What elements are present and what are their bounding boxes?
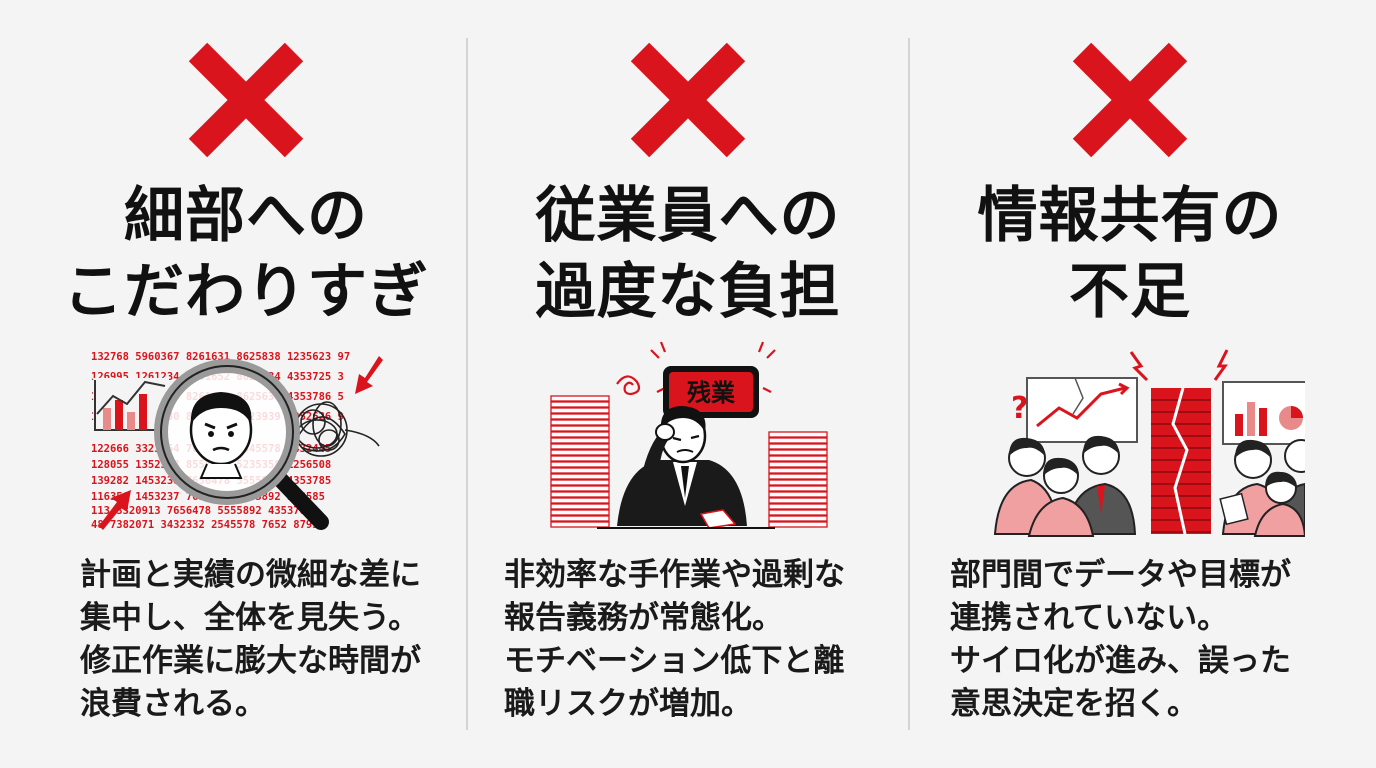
body-line: 部門間でデータや目標が: [950, 557, 1291, 593]
paper-sheet: [550, 395, 610, 402]
column-title: 情報共有の 不足: [910, 178, 1350, 330]
body-line: 職リスクが増加。: [504, 686, 752, 722]
body-line: 報告義務が常態化。: [504, 600, 783, 636]
red-arrow-icon: [99, 356, 383, 530]
overtime-sign-label: 残業: [687, 379, 735, 407]
column-divider: [908, 38, 910, 730]
column-employee-burden: 従業員への 過度な負担 残業: [468, 0, 908, 768]
column-divider: [466, 38, 468, 730]
title-line: 不足: [1069, 257, 1191, 327]
body-line: 計画と実績の微細な差に: [80, 557, 421, 593]
body-line: 連携されていない。: [950, 600, 1229, 636]
paper-sheet: [768, 515, 828, 522]
paper-sheet: [768, 509, 828, 516]
paper-sheet: [768, 497, 828, 504]
red-x-icon: [188, 42, 304, 158]
paper-sheet: [768, 473, 828, 480]
red-x-icon: [1072, 42, 1188, 158]
title-line: 従業員への: [535, 181, 841, 251]
people-group-right-icon: [1219, 439, 1305, 537]
body-line: サイロ化が進み、誤った: [950, 643, 1291, 679]
paper-sheet: [768, 521, 828, 528]
paper-sheet: [550, 419, 610, 426]
paper-sheet: [768, 503, 828, 510]
title-line: 過度な負担: [535, 257, 841, 327]
number-row: 48 7382071 3432332 2545578 7652 8793: [91, 519, 319, 531]
paper-sheet: [550, 473, 610, 480]
paper-sheet: [768, 491, 828, 498]
red-x-icon: [630, 42, 746, 158]
paper-sheet: [550, 485, 610, 492]
body-line: 修正作業に膨大な時間が: [80, 643, 421, 679]
paper-sheet: [550, 455, 610, 462]
overtime-sign: 残業: [650, 341, 776, 418]
column-detail-obsession: 細部への こだわりすぎ 132768 5960367 8261631 86258…: [26, 0, 466, 768]
paper-sheet: [768, 461, 828, 468]
exhausted-man-icon: [597, 406, 775, 529]
line-chart-board-icon: [1026, 377, 1138, 443]
paper-sheet: [550, 437, 610, 444]
body-line: モチベーション低下と離: [504, 643, 845, 679]
paper-sheet: [768, 455, 828, 462]
column-body: 部門間でデータや目標が 連携されていない。 サイロ化が進み、誤った 意思決定を招…: [950, 554, 1350, 726]
paper-sheet: [550, 491, 610, 498]
paper-sheet: [550, 443, 610, 450]
question-mark: ?: [1011, 391, 1028, 426]
column-title: 従業員への 過度な負担: [468, 178, 908, 330]
paper-sheet: [550, 449, 610, 456]
paper-sheet: [768, 449, 828, 456]
bar-chart-icon: [93, 378, 169, 432]
paper-sheet: [550, 407, 610, 414]
paper-sheet: [550, 413, 610, 420]
number-row: 132768 5960367 8261631 8625838 1235623 9…: [91, 351, 350, 363]
bar-chart-board-icon: [1222, 381, 1305, 445]
number-row: 113 3320913 7656478 5555892 4353785: [91, 505, 312, 517]
paper-sheet: [550, 431, 610, 438]
paper-sheet: [550, 461, 610, 468]
paper-sheet: [768, 437, 828, 444]
title-line: 情報共有の: [977, 181, 1283, 251]
paper-sheet: [768, 467, 828, 474]
paper-sheet: [550, 401, 610, 408]
frustrated-man-icon: [189, 392, 253, 479]
paper-stack-icon: [550, 395, 610, 528]
paper-stack-icon: [768, 431, 828, 528]
title-line: 細部への: [124, 181, 368, 251]
brick-wall-icon: [1151, 387, 1211, 535]
paper-sheet: [550, 497, 610, 504]
paper-sheet: [550, 509, 610, 516]
column-body: 計画と実績の微細な差に 集中し、全体を見失う。 修正作業に膨大な時間が 浪費され…: [80, 554, 466, 726]
overworked-employee-illustration: 残業: [550, 341, 828, 529]
paper-sheet: [768, 485, 828, 492]
paper-sheet: [550, 503, 610, 510]
magnifying-glass-illustration: 132768 5960367 8261631 8625838 1235623 9…: [91, 351, 383, 531]
body-line: 非効率な手作業や過剰な: [504, 557, 845, 593]
paper-sheet: [768, 443, 828, 450]
title-line: こだわりすぎ: [63, 257, 429, 327]
tangled-scribble-icon: [294, 401, 380, 457]
body-line: 集中し、全体を見失う。: [80, 600, 420, 636]
dizzy-swirl-icon: [616, 375, 641, 396]
paper-sheet: [550, 467, 610, 474]
paper-sheet: [550, 479, 610, 486]
paper-sheet: [550, 521, 610, 528]
paper-sheet: [768, 431, 828, 438]
paper-sheet: [768, 479, 828, 486]
silo-illustration: ?: [993, 349, 1305, 537]
paper-sheet: [550, 515, 610, 522]
lightning-icon: [1129, 349, 1229, 382]
body-line: 意思決定を招く。: [950, 686, 1198, 722]
column-information-sharing: 情報共有の 不足 ?: [910, 0, 1350, 768]
people-group-left-icon: [993, 435, 1137, 537]
column-title: 細部への こだわりすぎ: [26, 178, 466, 330]
body-line: 浪費される。: [80, 686, 266, 722]
column-body: 非効率な手作業や過剰な 報告義務が常態化。 モチベーション低下と離 職リスクが増…: [504, 554, 908, 726]
paper-sheet: [550, 425, 610, 432]
